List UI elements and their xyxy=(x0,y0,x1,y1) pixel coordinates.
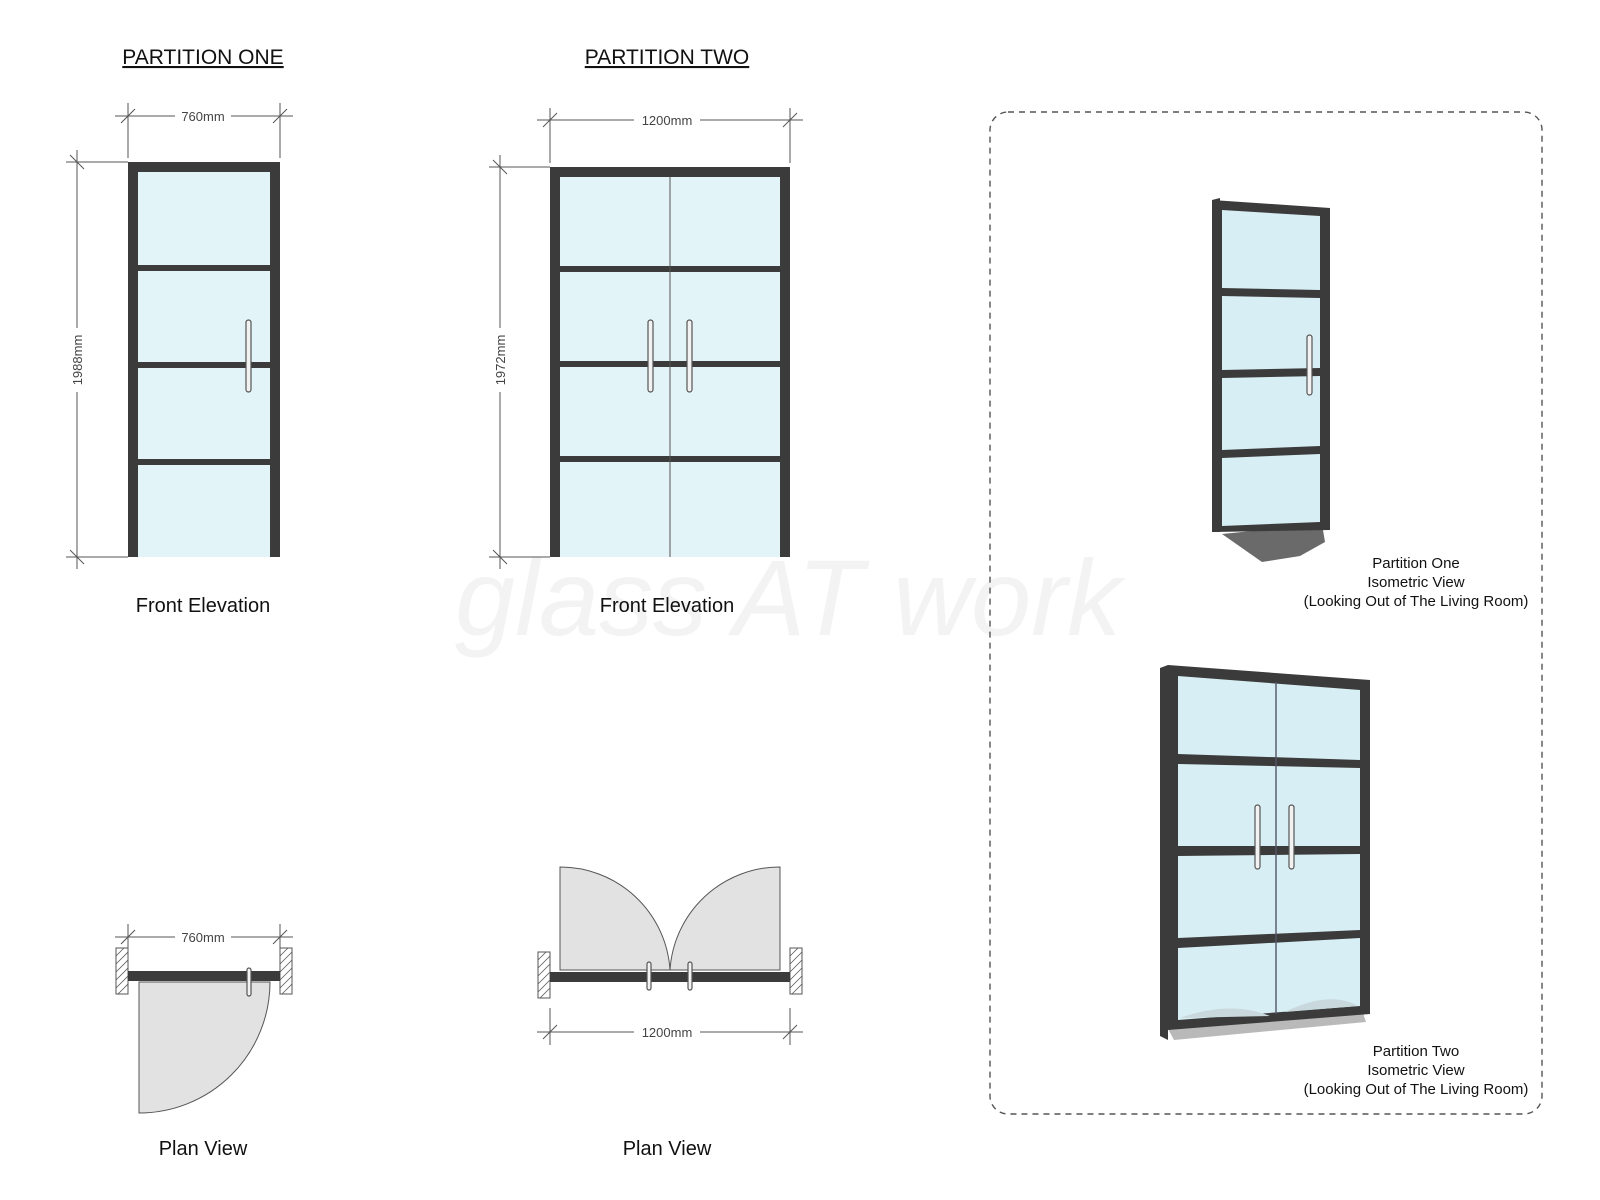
partition-two-heading: PARTITION TWO xyxy=(585,46,750,69)
isometric-one-title: Partition One xyxy=(1372,555,1460,572)
partition-two-plan-caption: Plan View xyxy=(623,1138,712,1160)
handle-icon xyxy=(245,319,252,393)
partition-two-isometric xyxy=(1160,665,1370,1040)
partition-one-height-dimension: 1988mm xyxy=(66,150,128,569)
partition-one-height-label: 1988mm xyxy=(70,335,85,386)
partition-one-front-elevation xyxy=(128,162,280,557)
partition-one-plan-width-label: 760mm xyxy=(181,930,224,945)
watermark-text: glass AT work xyxy=(455,537,1126,658)
partition-one-plan-caption: Plan View xyxy=(159,1138,248,1160)
partition-two: PARTITION TWO 1200mm 1972mm xyxy=(489,46,803,1160)
isometric-two-note: (Looking Out of The Living Room) xyxy=(1304,1081,1529,1098)
partition-two-height-dimension: 1972mm xyxy=(489,155,550,569)
partition-one-width-dimension: 760mm xyxy=(115,103,293,158)
partition-one-front-caption: Front Elevation xyxy=(136,595,271,617)
partition-two-plan-width-label: 1200mm xyxy=(642,1025,693,1040)
isometric-two-subtitle: Isometric View xyxy=(1367,1062,1464,1079)
partition-one-isometric xyxy=(1212,198,1330,562)
partition-one-width-label: 760mm xyxy=(181,109,224,124)
handle-icon xyxy=(1288,804,1295,870)
handle-icon xyxy=(1306,334,1313,396)
watermark: glass AT work xyxy=(455,537,1126,658)
isometric-one-note: (Looking Out of The Living Room) xyxy=(1304,593,1529,610)
handle-icon xyxy=(686,319,693,393)
partition-one-plan-view: 760mm xyxy=(115,924,293,1114)
partition-two-front-elevation xyxy=(550,167,790,557)
partition-one-heading: PARTITION ONE xyxy=(122,46,283,69)
isometric-views-panel: Partition One Isometric View (Looking Ou… xyxy=(989,111,1543,1115)
isometric-one-subtitle: Isometric View xyxy=(1367,574,1464,591)
partition-one: PARTITION ONE 760mm 1988mm xyxy=(66,46,293,1160)
partition-two-height-label: 1972mm xyxy=(493,335,508,386)
handle-icon xyxy=(647,319,654,393)
handle-icon xyxy=(1254,804,1261,870)
partition-two-front-caption: Front Elevation xyxy=(600,595,735,617)
partition-two-width-dimension: 1200mm xyxy=(537,108,803,163)
isometric-two-title: Partition Two xyxy=(1373,1043,1459,1060)
partition-two-width-label: 1200mm xyxy=(642,113,693,128)
partition-two-plan-view: 1200mm xyxy=(537,866,803,1045)
